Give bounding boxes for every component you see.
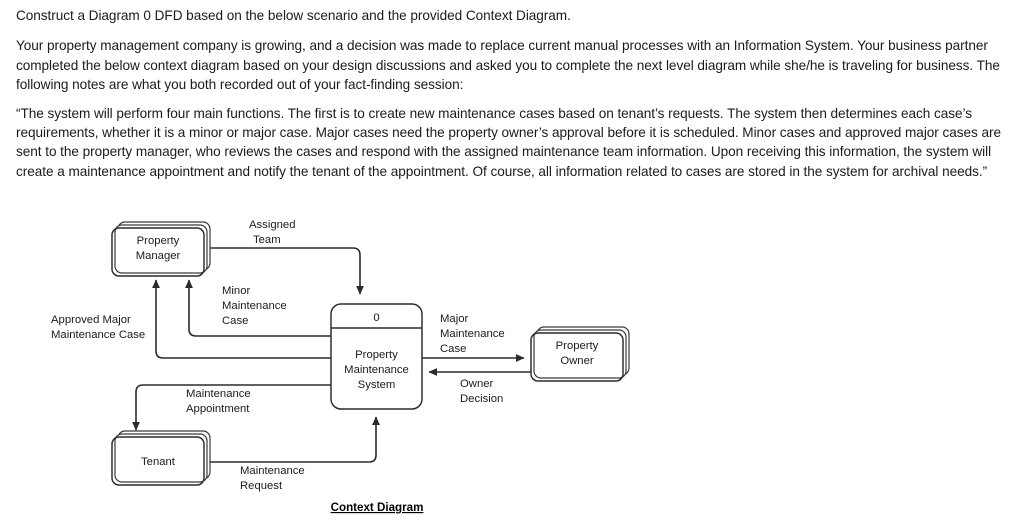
flow-label-request-line1: Maintenance (240, 465, 305, 477)
flow-label-maintenance-appointment: Maintenance Appointment (186, 388, 251, 415)
flow-label-approved-major-maintenance-case: Approved Major Maintenance Case (51, 314, 145, 341)
flow-label-owner-decision: Owner Decision (460, 378, 503, 405)
flow-label-minor-line3: Case (222, 315, 248, 327)
entity-property-owner[interactable]: Property Owner (530, 326, 630, 382)
instruction-paragraph: Construct a Diagram 0 DFD based on the b… (16, 8, 571, 23)
flow-label-assigned-team-line2: Team (253, 234, 281, 246)
flow-label-owner-decision-line2: Decision (460, 393, 503, 405)
flow-label-minor-line2: Maintenance (222, 300, 287, 312)
flow-label-approved-major-line2: Maintenance Case (51, 329, 145, 341)
flow-label-request-line2: Request (240, 480, 283, 492)
flow-label-major-line2: Maintenance (440, 328, 505, 340)
process-label-line2: Maintenance (344, 364, 409, 376)
flow-label-major-maintenance-case: Major Maintenance Case (440, 313, 505, 355)
flow-maintenance-request (205, 416, 380, 463)
process-label-line1: Property (355, 349, 398, 361)
entity-property-manager-label-line2: Manager (136, 250, 181, 262)
entity-tenant[interactable]: Tenant (111, 430, 211, 486)
process-label-line3: System (358, 379, 396, 391)
flow-label-maintenance-request: Maintenance Request (240, 465, 305, 492)
entity-tenant-label-line1: Tenant (141, 456, 176, 468)
flow-label-appointment-line2: Appointment (186, 403, 250, 415)
entity-property-owner-label-line2: Owner (560, 355, 594, 367)
flow-label-major-line3: Case (440, 343, 466, 355)
flow-label-owner-decision-line1: Owner (460, 378, 494, 390)
flow-label-appointment-line1: Maintenance (186, 388, 251, 400)
notes-paragraph: “The system will perform four main funct… (16, 105, 1001, 179)
entity-property-manager[interactable]: Property Manager (111, 221, 211, 277)
diagram-caption: Context Diagram (331, 501, 424, 514)
scenario-paragraph: Your property management company is grow… (16, 38, 1000, 93)
process-property-maintenance-system[interactable]: 0 Property Maintenance System (330, 303, 423, 410)
flow-label-approved-major-line1: Approved Major (51, 314, 131, 326)
flow-label-minor-maintenance-case: Minor Maintenance Case (222, 285, 287, 327)
flow-label-assigned-team-line1: Assigned (249, 219, 295, 231)
flow-label-minor-line1: Minor (222, 285, 250, 297)
flow-maintenance-appointment (132, 384, 331, 431)
flow-minor-maintenance-case (185, 279, 331, 337)
flow-assigned-team (205, 247, 364, 295)
context-diagram: Property Manager Property Owner Tenant (0, 200, 1024, 524)
flow-approved-major-maintenance-case (152, 279, 331, 359)
flow-label-major-line1: Major (440, 313, 468, 325)
process-number: 0 (373, 312, 379, 324)
scenario-text-block: Construct a Diagram 0 DFD based on the b… (16, 6, 1008, 190)
flow-label-assigned-team: Assigned Team (249, 219, 295, 246)
entity-property-manager-label-line1: Property (137, 235, 180, 247)
entity-property-owner-label-line1: Property (556, 340, 599, 352)
